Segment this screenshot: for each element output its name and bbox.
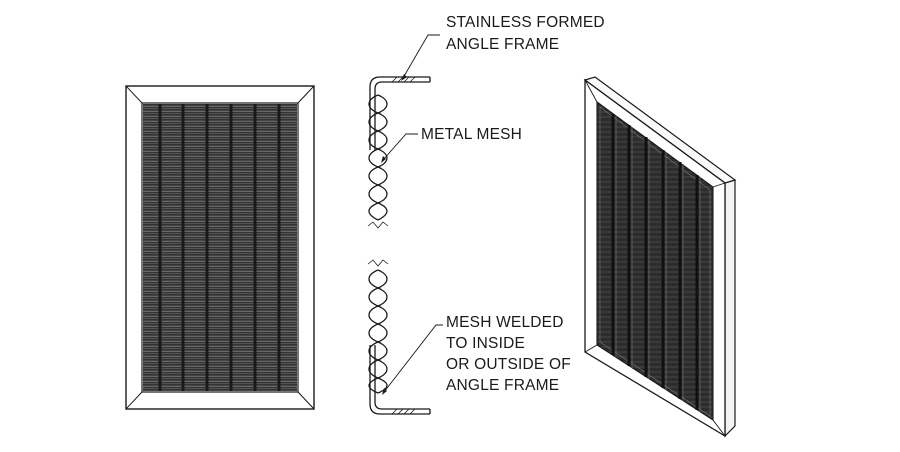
top-mesh-weave: [368, 94, 388, 221]
label-welded-line2: TO INSIDE: [446, 335, 525, 352]
bottom-angle-frame: [369, 345, 430, 415]
label-welded-line4: ANGLE FRAME: [446, 377, 559, 394]
leader-mesh: [382, 133, 418, 161]
front-mesh: [143, 104, 297, 391]
isometric-filter: [583, 76, 737, 438]
callouts: STAINLESS FORMED ANGLE FRAME METAL MESH …: [421, 14, 605, 394]
label-mesh: METAL MESH: [421, 126, 522, 143]
leader-welded: [383, 324, 443, 393]
label-frame-line1: STAINLESS FORMED: [446, 14, 605, 31]
label-welded-line1: MESH WELDED: [446, 314, 564, 331]
label-welded-line3: OR OUTSIDE OF: [446, 356, 571, 373]
label-frame-line2: ANGLE FRAME: [446, 36, 559, 53]
leader-frame: [402, 34, 440, 79]
front-view-filter: [125, 85, 315, 410]
section-detail: [367, 76, 431, 415]
top-angle-frame: [369, 76, 430, 150]
leader-lines: [382, 34, 443, 393]
leader-arrowheads: [381, 74, 407, 395]
